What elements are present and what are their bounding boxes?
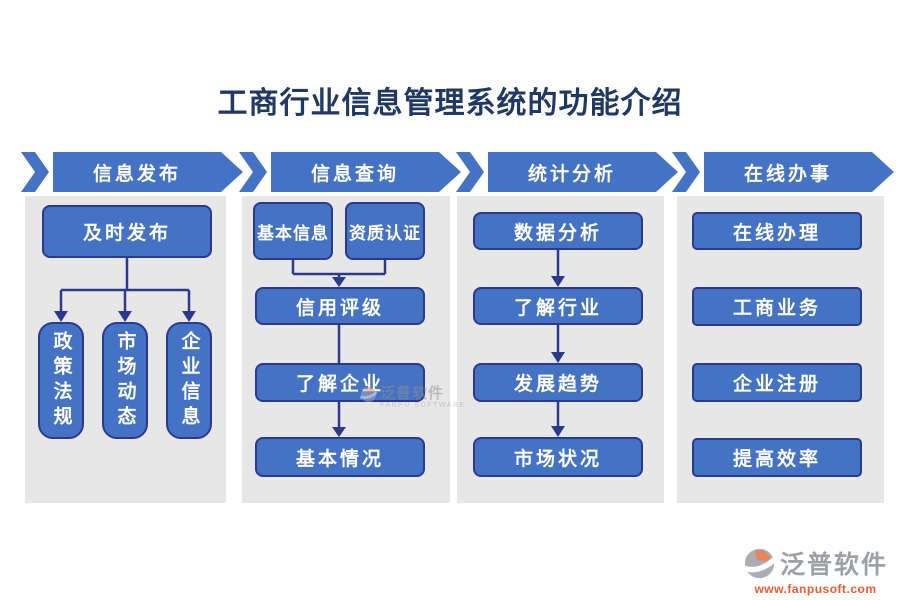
banner-label: 统计分析 [527, 163, 616, 185]
banner-label: 信息发布 [92, 163, 181, 185]
col1-child-node-1: 政策法规 [38, 322, 84, 439]
col1-child-node-3: 企业信息 [166, 322, 212, 439]
col4-item-node-2: 工商业务 [692, 287, 862, 326]
footer-brand-name: 泛普软件 [780, 552, 889, 579]
banner-label: 信息查询 [310, 163, 399, 185]
col4-item-node-3: 企业注册 [692, 363, 862, 402]
col3-flow-node-3: 发展趋势 [473, 363, 643, 402]
footer-logo: 泛普软件 www.fanpusoft.com [743, 545, 888, 596]
col1-top-node: 及时发布 [42, 205, 212, 258]
col2-pair-node-2: 资质认证 [345, 202, 425, 260]
col2-pair-node-1: 基本信息 [253, 202, 333, 260]
fanpu-logo-icon [743, 548, 776, 578]
col2-flow-node-3: 基本情况 [255, 437, 425, 477]
col2-flow-node-2: 了解企业 [255, 363, 425, 402]
watermark-brand: 泛普软件 [380, 385, 445, 402]
watermark: 泛普软件 FANPU SOFTWARE [360, 386, 466, 410]
col3-flow-node-4: 市场状况 [473, 437, 643, 477]
banner-arrow-shape [456, 152, 678, 192]
banner-info-query: 信息查询 [238, 152, 462, 192]
col2-flow-node-1: 信用评级 [255, 287, 425, 325]
banner-arrow-shape [21, 152, 243, 192]
watermark-subtitle: FANPU SOFTWARE [380, 402, 466, 409]
banner-arrow-shape [239, 152, 461, 192]
col3-flow-node-2: 了解行业 [473, 287, 643, 325]
banner-statistics: 统计分析 [455, 152, 679, 192]
col1-child-node-2: 市场动态 [102, 322, 148, 439]
banner-label: 在线办事 [743, 163, 832, 185]
banner-info-publish: 信息发布 [20, 152, 244, 192]
watermark-logo-icon [360, 386, 377, 403]
page-title: 工商行业信息管理系统的功能介绍 [217, 87, 683, 120]
banner-arrow-shape [672, 152, 894, 192]
col4-item-node-1: 在线办理 [692, 212, 862, 250]
col4-item-node-4: 提高效率 [692, 438, 862, 477]
col3-flow-node-1: 数据分析 [473, 212, 643, 250]
banner-online-service: 在线办事 [671, 152, 895, 192]
footer-website-url: www.fanpusoft.com [754, 582, 877, 596]
